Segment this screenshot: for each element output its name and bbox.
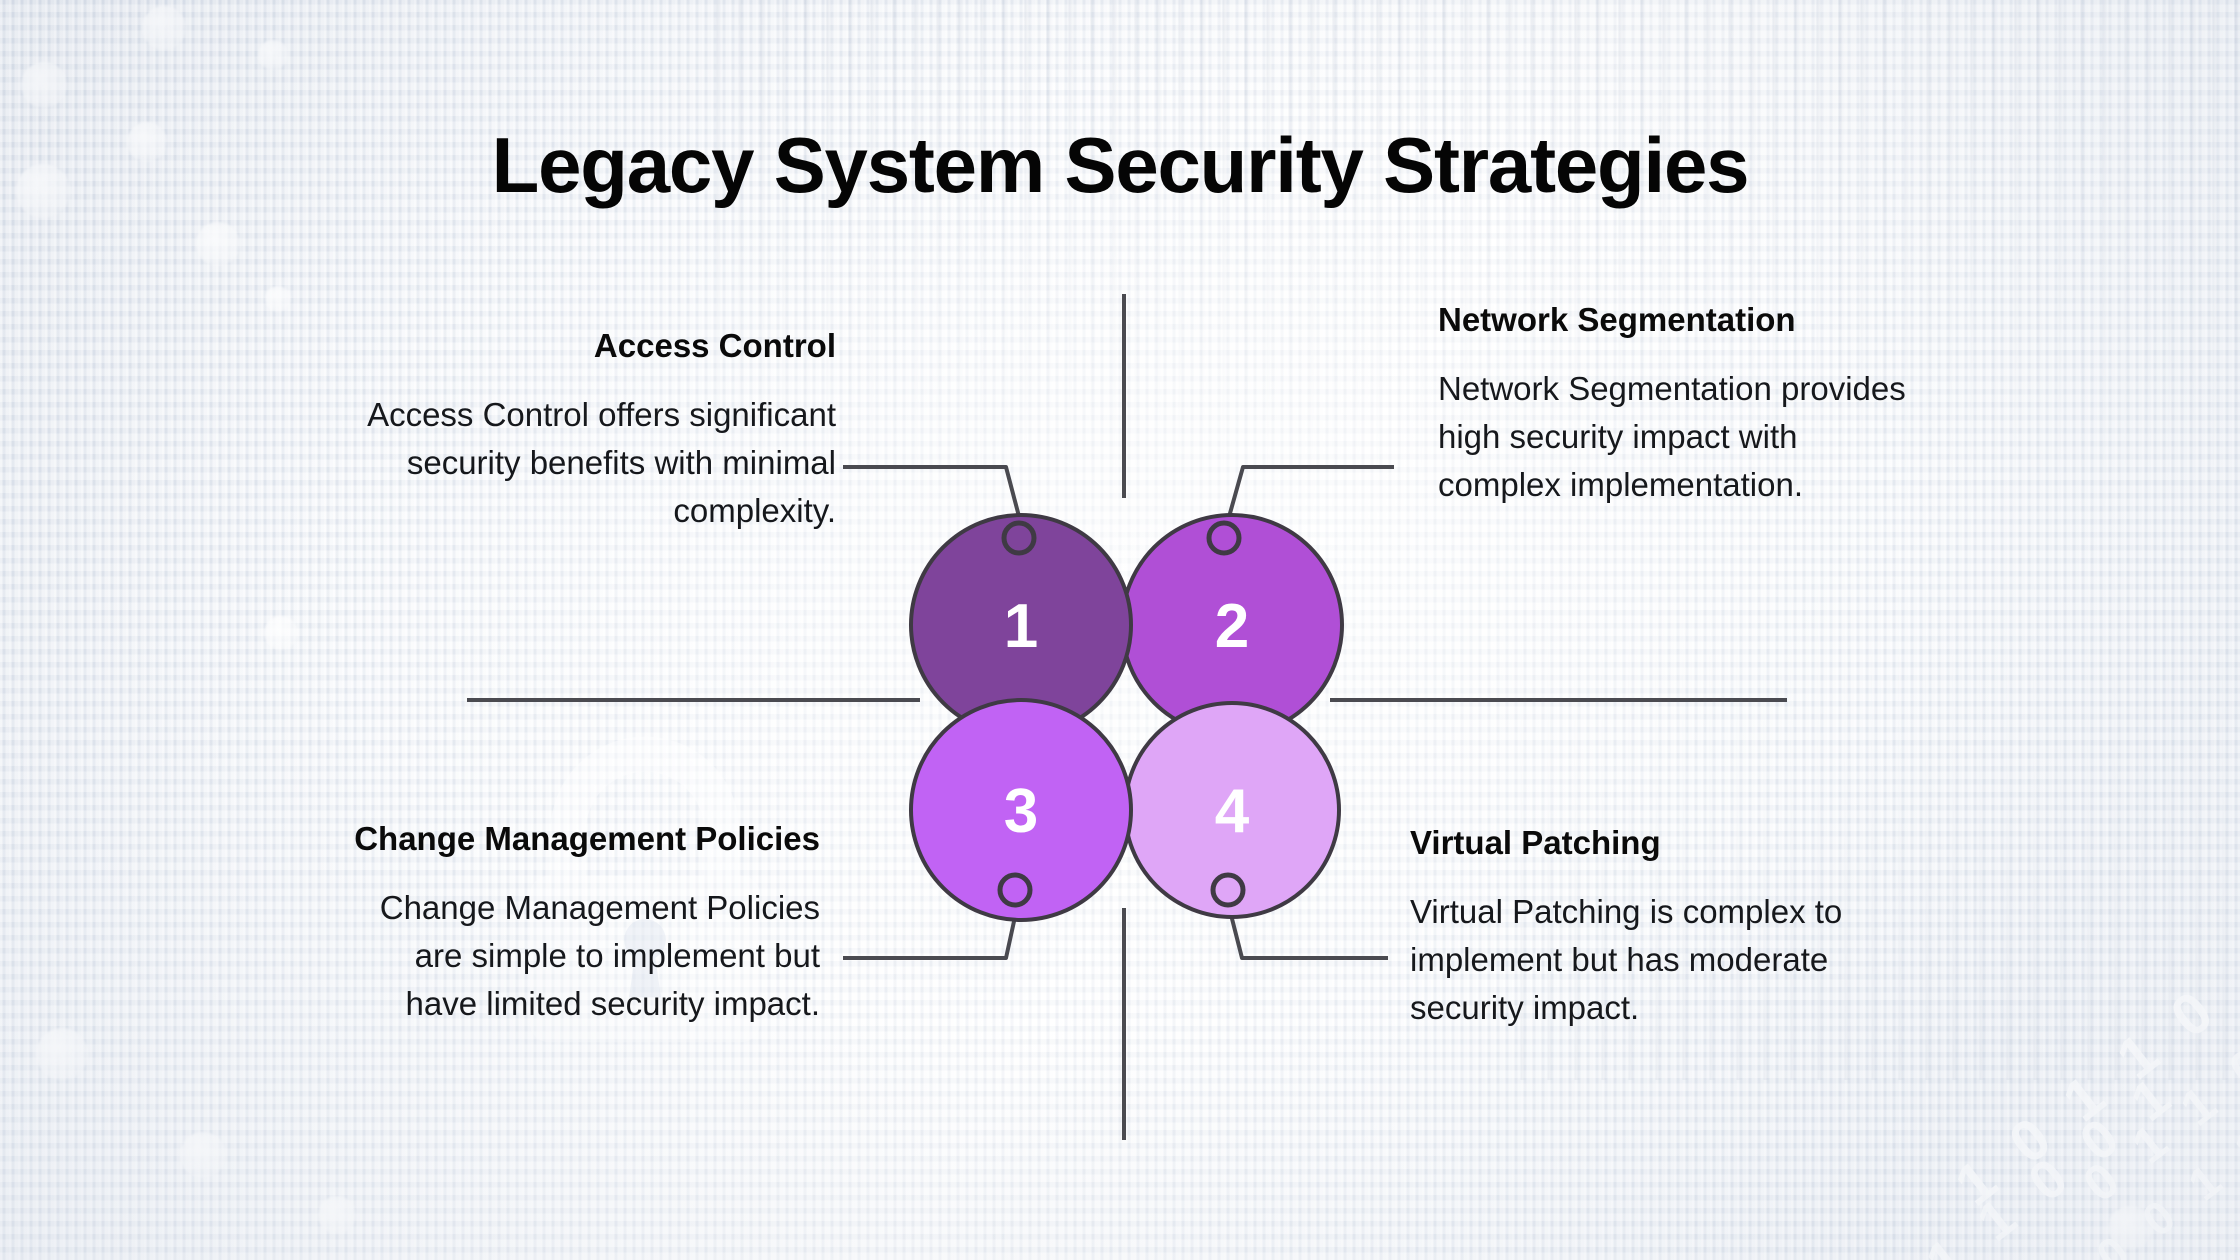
circle-number-4: 4 [1215, 777, 1250, 846]
item-heading-2: Network Segmentation [1438, 301, 1796, 338]
connector-ring-3 [997, 872, 1033, 908]
item-block-network-segmentation: Network Segmentation Network Segmentatio… [1438, 301, 1908, 509]
leader-line-4 [1226, 902, 1388, 960]
item-heading-3: Change Management Policies [354, 820, 820, 857]
page-title: Legacy System Security Strategies [491, 121, 1750, 209]
leader-line-2 [1225, 465, 1394, 525]
item-block-virtual-patching: Virtual Patching Virtual Patching is com… [1410, 824, 1880, 1032]
item-description-2: Network Segmentation provides high secur… [1438, 369, 1906, 504]
connector-ring-4 [1210, 872, 1246, 908]
leader-line-1 [843, 465, 1023, 525]
item-description-4: Virtual Patching is complex to implement… [1410, 892, 1843, 1027]
item-block-access-control: Access Control Access Control offers sig… [366, 327, 836, 535]
connector-ring-1 [1001, 520, 1037, 556]
connector-ring-2 [1206, 520, 1242, 556]
circle-number-1: 1 [1004, 592, 1038, 661]
strategy-circle-3[interactable] [909, 698, 1133, 922]
item-heading-1: Access Control [593, 327, 836, 364]
item-block-change-management-policies: Change Management Policies Change Manage… [350, 820, 820, 1028]
circle-number-3: 3 [1004, 777, 1038, 846]
item-description-1: Access Control offers significant securi… [367, 395, 836, 530]
item-heading-4: Virtual Patching [1410, 824, 1661, 861]
circle-number-2: 2 [1215, 592, 1249, 661]
item-description-3: Change Management Policies are simple to… [379, 888, 820, 1023]
